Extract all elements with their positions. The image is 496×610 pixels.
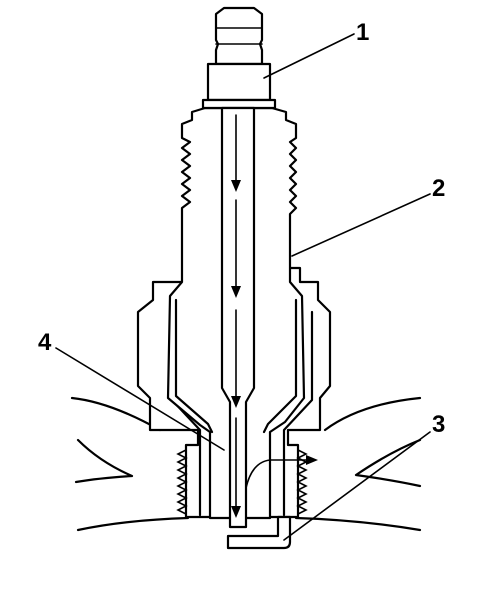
callout-4: 4: [38, 329, 52, 356]
callout-2: 2: [432, 175, 445, 202]
callout-1: 1: [356, 19, 369, 46]
heat-path-arrow: [245, 455, 318, 489]
center-electrode: [220, 106, 256, 529]
leader-lines: [55, 33, 431, 541]
callout-3: 3: [432, 411, 445, 438]
terminal-nut: [201, 6, 277, 110]
ground-electrode: [226, 515, 292, 550]
